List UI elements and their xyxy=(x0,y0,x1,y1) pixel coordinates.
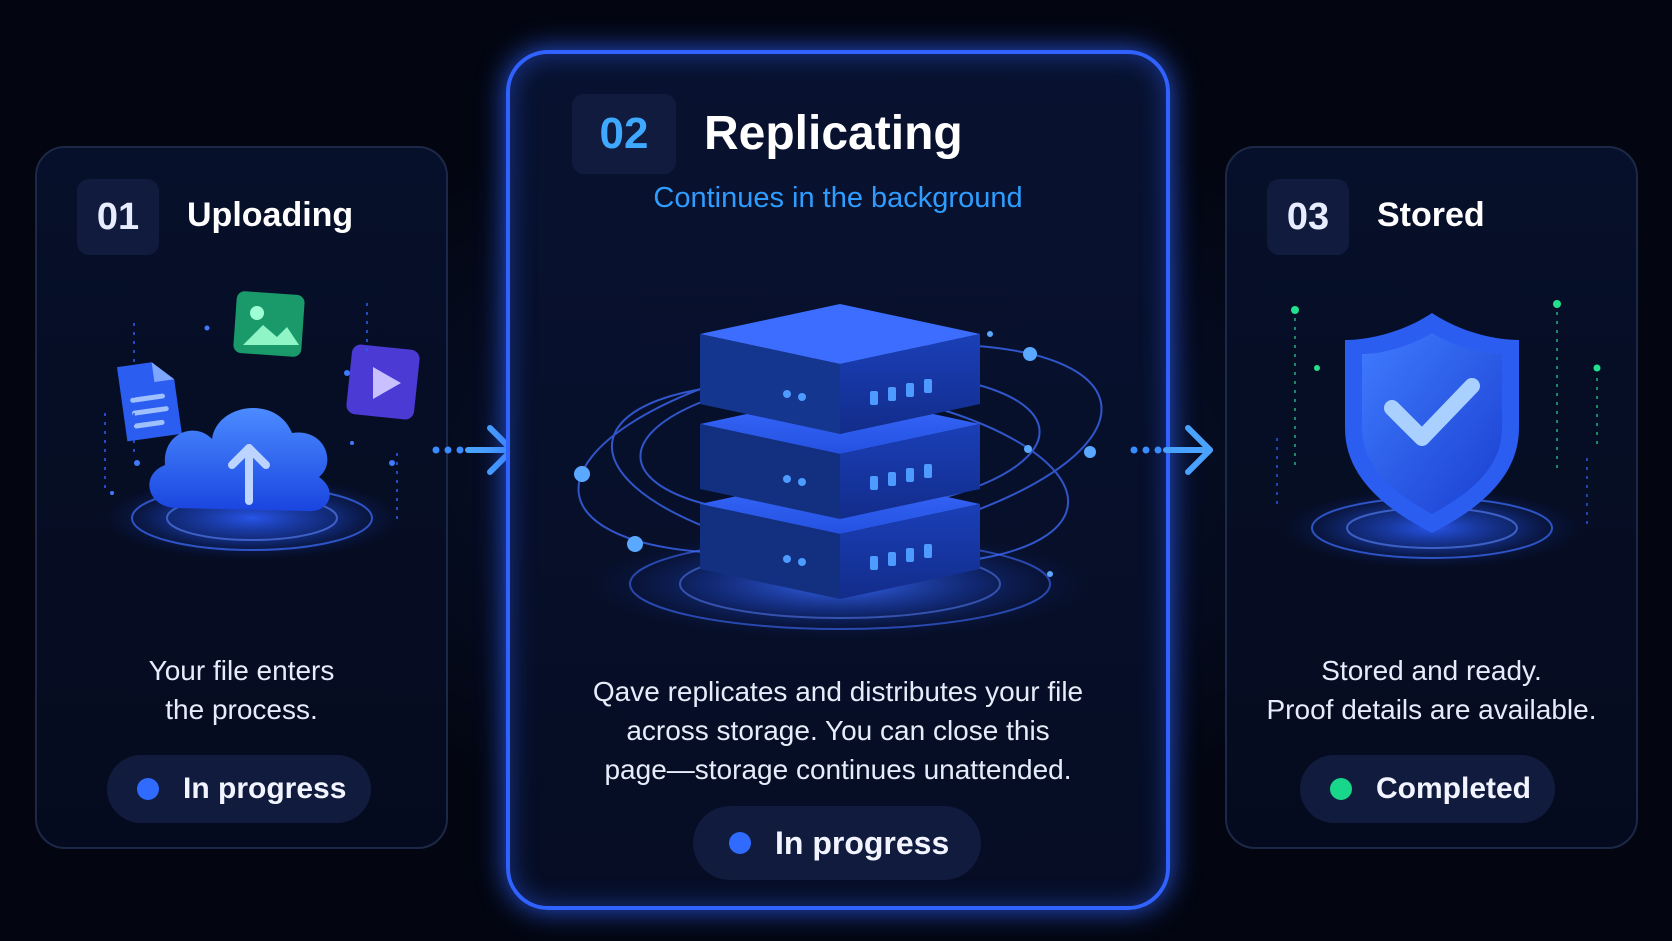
step-number-badge: 03 xyxy=(1267,179,1349,255)
document-icon xyxy=(116,362,182,442)
step-description: Stored and ready. Proof details are avai… xyxy=(1237,651,1626,729)
video-icon xyxy=(346,344,420,420)
step-number-badge: 01 xyxy=(77,179,159,255)
description-line: Your file enters xyxy=(148,655,335,686)
description-line: the process. xyxy=(165,694,318,725)
step-number-badge: 02 xyxy=(572,94,676,174)
image-icon xyxy=(233,291,305,357)
description-line: Stored and ready. xyxy=(1321,655,1542,686)
arrow-right-icon xyxy=(1130,425,1233,475)
arrow-up-icon xyxy=(228,444,270,505)
status-badge: In progress xyxy=(107,755,371,823)
status-dot xyxy=(137,778,159,800)
shield-check-icon xyxy=(1276,300,1601,568)
status-dot xyxy=(729,832,751,854)
description-line: across storage. You can close this xyxy=(626,715,1050,746)
status-badge: In progress xyxy=(693,806,981,880)
orbit-nodes xyxy=(574,331,1096,577)
server-unit xyxy=(700,304,980,434)
sparkle-dots xyxy=(1291,300,1601,372)
status-label: Completed xyxy=(1376,772,1532,805)
status-label: In progress xyxy=(183,772,347,805)
checkmark-icon xyxy=(1384,378,1480,446)
step-subtitle: Continues in the background xyxy=(653,182,1023,214)
step-description: Qave replicates and distributes your fil… xyxy=(520,672,1156,789)
status-badge: Completed xyxy=(1300,755,1555,823)
step-title: Replicating xyxy=(704,107,963,160)
description-line: Qave replicates and distributes your fil… xyxy=(592,676,1084,707)
status-label: In progress xyxy=(775,824,950,861)
step-card-uploading: 01 Uploading xyxy=(35,146,448,849)
description-line: page—storage continues unattended. xyxy=(604,754,1072,785)
step-card-replicating: 02 Replicating Continues in the backgrou… xyxy=(506,50,1170,910)
server-stack-icon xyxy=(574,304,1103,639)
step-title: Stored xyxy=(1377,196,1485,234)
step-card-stored: 03 Stored xyxy=(1225,146,1638,849)
cloud-icon xyxy=(149,408,330,512)
step-description: Your file enters the process. xyxy=(47,651,436,729)
cloud-upload-icon xyxy=(102,291,420,560)
sparkle-dots xyxy=(110,325,395,495)
status-dot xyxy=(1330,778,1352,800)
shield-icon xyxy=(1345,313,1519,533)
description-line: Proof details are available. xyxy=(1266,694,1597,725)
step-title: Uploading xyxy=(187,196,354,234)
